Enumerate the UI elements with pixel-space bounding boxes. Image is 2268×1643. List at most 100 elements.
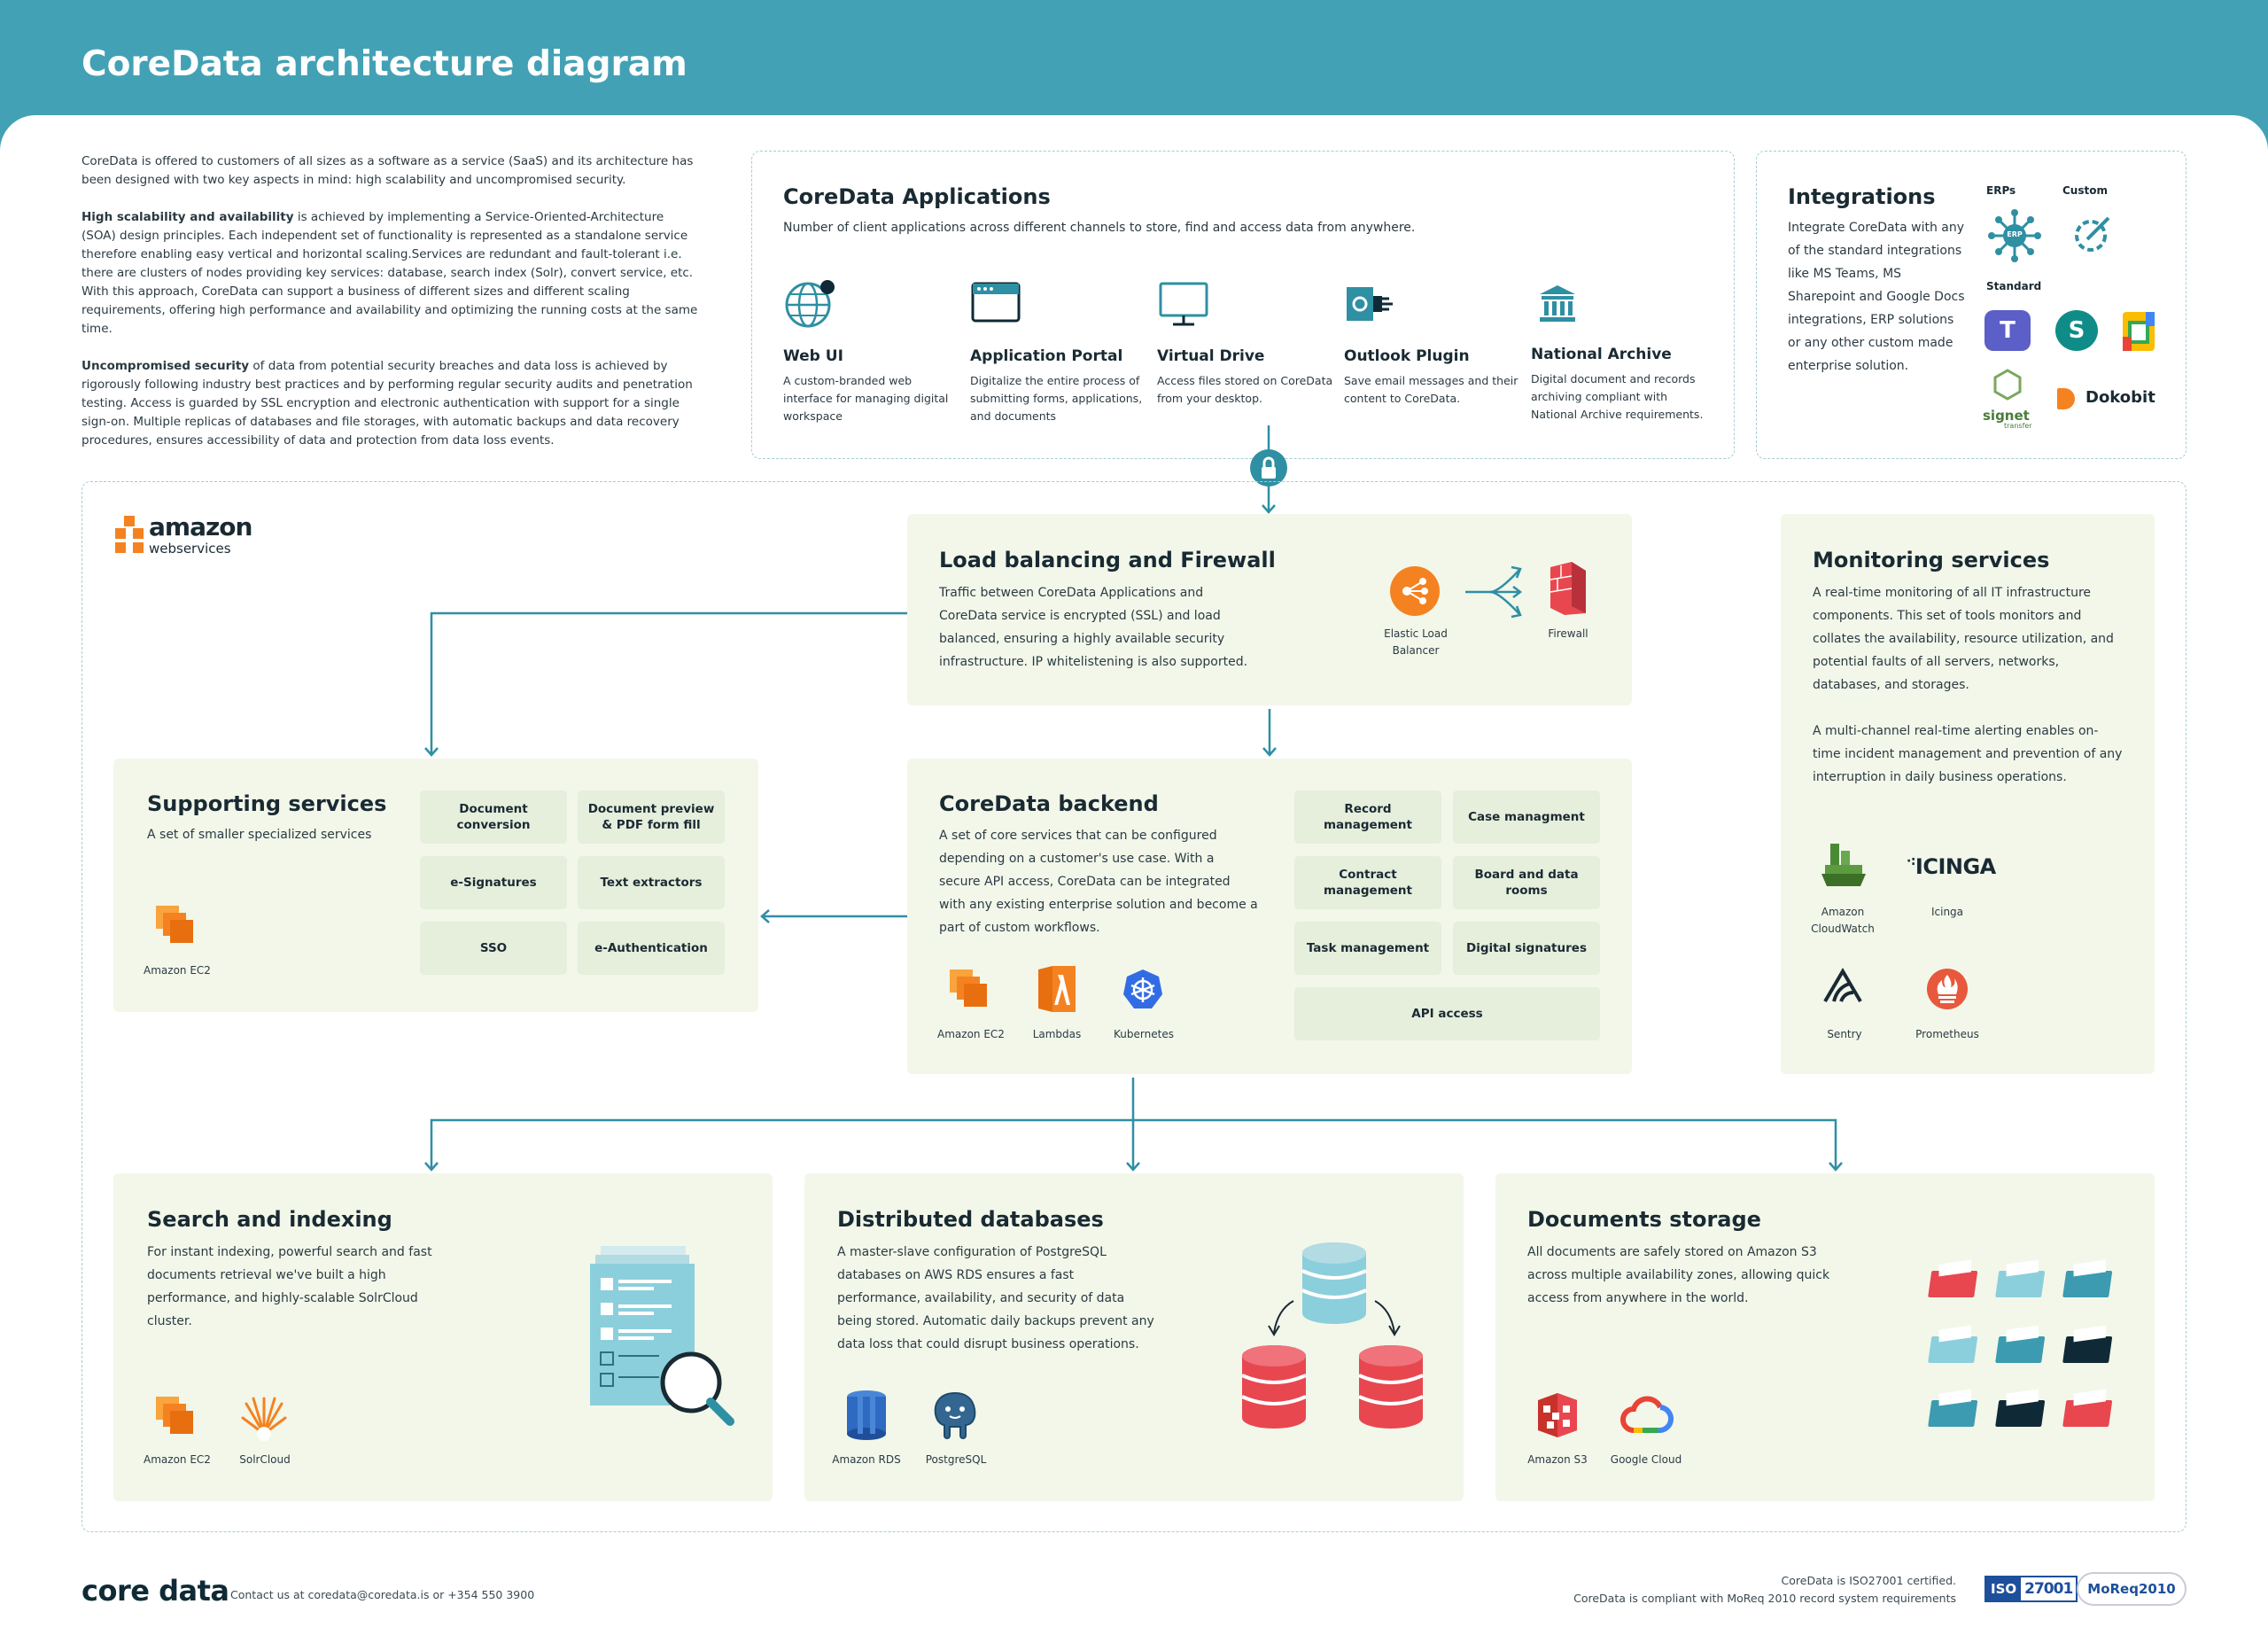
storage-desc: All documents are safely stored on Amazo… [1527,1245,1830,1305]
prometheus-label: Prometheus [1915,1028,1979,1040]
erps-label: ERPs [1986,184,2016,197]
elb-label: Elastic Load Balancer [1384,627,1448,657]
backend-box: Digital signatures [1453,922,1600,975]
kubernetes-icon [1123,969,1162,1008]
distributed-databases-card [804,1173,1464,1501]
database-cluster-icon [1241,1242,1424,1429]
postgresql-icon [934,1391,976,1439]
applications-subtitle: Number of client applications across dif… [783,221,1416,235]
signet-sub: transfer [2004,422,2032,430]
service-box: Text extractors [578,856,725,909]
kubernetes-label: Kubernetes [1114,1028,1174,1040]
app-name: Outlook Plugin [1344,347,1470,365]
amazon-ec2-icon [156,1397,193,1434]
lambda-icon [1038,966,1076,1012]
backend-box: Record management [1294,790,1441,844]
api-access-box: API access [1294,987,1600,1040]
integrations-desc: Integrate CoreData with any of the stand… [1788,221,1965,373]
google-cloud-icon [1620,1396,1674,1434]
monitoring-card [1781,514,2155,1074]
monitoring-desc-2: A multi-channel real-time alerting enabl… [1813,724,2123,784]
backend-box: Task management [1294,922,1441,975]
applications-title: CoreData Applications [783,184,1051,209]
browser-window-icon [971,282,1021,323]
ssl-lock-connector [1250,425,1287,514]
erp-icon [1988,209,2041,262]
postgresql-label: PostgreSQL [925,1453,987,1466]
ec2-label: Amazon EC2 [144,1453,211,1466]
firewall-label: Firewall [1548,627,1588,640]
service-box: Document preview & PDF form fill [578,790,725,844]
custom-label: Custom [2062,184,2108,197]
page-title: CoreData architecture diagram [82,44,687,84]
app-desc: A custom-branded web interface for manag… [783,374,949,423]
footer-logo: core data [82,1574,229,1608]
app-name: Application Portal [970,347,1123,365]
amazon-s3-icon [1538,1393,1577,1437]
google-docs-icon [2123,312,2155,351]
backend-box: Case managment [1453,790,1600,844]
service-box: e-Authentication [578,922,725,975]
dokobit-logo: Dokobit [2085,388,2155,407]
iso-27001-badge: ISO 27001 [1984,1576,2078,1602]
supporting-desc: A set of smaller specialized services [147,828,372,842]
amazon-rds-icon [847,1390,886,1440]
backend-title: CoreData backend [939,791,1159,816]
firewall-icon [1550,562,1586,615]
folder-grid-icon [1928,1259,2115,1427]
service-box: e-Signatures [420,856,567,909]
monitor-icon [1159,282,1208,326]
backend-box: Board and data rooms [1453,856,1600,909]
moreq-statement: CoreData is compliant with MoReq 2010 re… [1573,1592,1956,1605]
monitoring-title: Monitoring services [1813,548,2050,572]
load-balancing-desc: Traffic between CoreData Applications an… [939,586,1248,669]
cloudwatch-label: Amazon CloudWatch [1811,906,1875,935]
backend-box: Contract management [1294,856,1441,909]
elastic-load-balancer-icon [1390,566,1440,616]
icinga-logo: ·:ICINGA [1907,854,1996,879]
app-desc: Digitalize the entire process of submitt… [970,374,1143,423]
app-desc: Save email messages and their content to… [1344,374,1518,405]
outlook-plugin-icon [1347,287,1393,321]
app-name: National Archive [1531,346,1672,363]
search-document-icon [590,1246,734,1426]
s3-label: Amazon S3 [1527,1453,1588,1466]
globe-icon [785,280,835,328]
aws-cloud-panel [82,481,2186,1532]
amazon-ec2-icon [950,969,987,1007]
intro-paragraph-1: CoreData is offered to customers of all … [82,154,694,187]
icinga-label: Icinga [1930,906,1964,918]
signet-icon [1993,369,2022,401]
google-cloud-label: Google Cloud [1610,1453,1682,1466]
sentry-icon [1823,968,1862,1003]
ec2-label: Amazon EC2 [144,964,211,977]
cloudwatch-icon [1821,844,1866,886]
footer-contact[interactable]: Contact us at coredata@coredata.is or +3… [230,1588,535,1601]
iso-statement: CoreData is ISO27001 certified. [1781,1574,1956,1587]
erp-badge-text: ERP [2007,230,2023,238]
standard-label: Standard [1986,280,2042,292]
databases-desc: A master-slave configuration of PostgreS… [837,1245,1154,1351]
moreq-2010-badge: MoReq2010 [2077,1572,2186,1606]
aws-sub: webservices [149,541,231,557]
documents-storage-card [1495,1173,2155,1501]
iso-badge-a: ISO [1986,1577,2022,1600]
aws-cubes-icon [115,516,144,553]
supporting-title: Supporting services [147,791,387,816]
load-balancing-title: Load balancing and Firewall [939,548,1276,572]
app-name: Web UI [783,347,843,365]
aws-brand: amazon [149,512,252,541]
ec2-label: Amazon EC2 [937,1028,1005,1040]
prometheus-icon [1927,969,1968,1009]
load-balancing-card [907,514,1632,705]
sentry-label: Sentry [1827,1028,1862,1040]
icinga-dots: ·: [1907,854,1915,868]
app-desc: Digital document and records archiving c… [1531,372,1704,421]
split-arrows-icon [1465,565,1523,619]
archive-building-icon [1540,285,1575,322]
backend-desc: A set of core services that can be confi… [939,829,1258,935]
solrcloud-label: SolrCloud [239,1453,291,1466]
custom-gear-icon [2075,216,2110,252]
storage-title: Documents storage [1527,1207,1761,1232]
lambdas-label: Lambdas [1032,1028,1082,1040]
